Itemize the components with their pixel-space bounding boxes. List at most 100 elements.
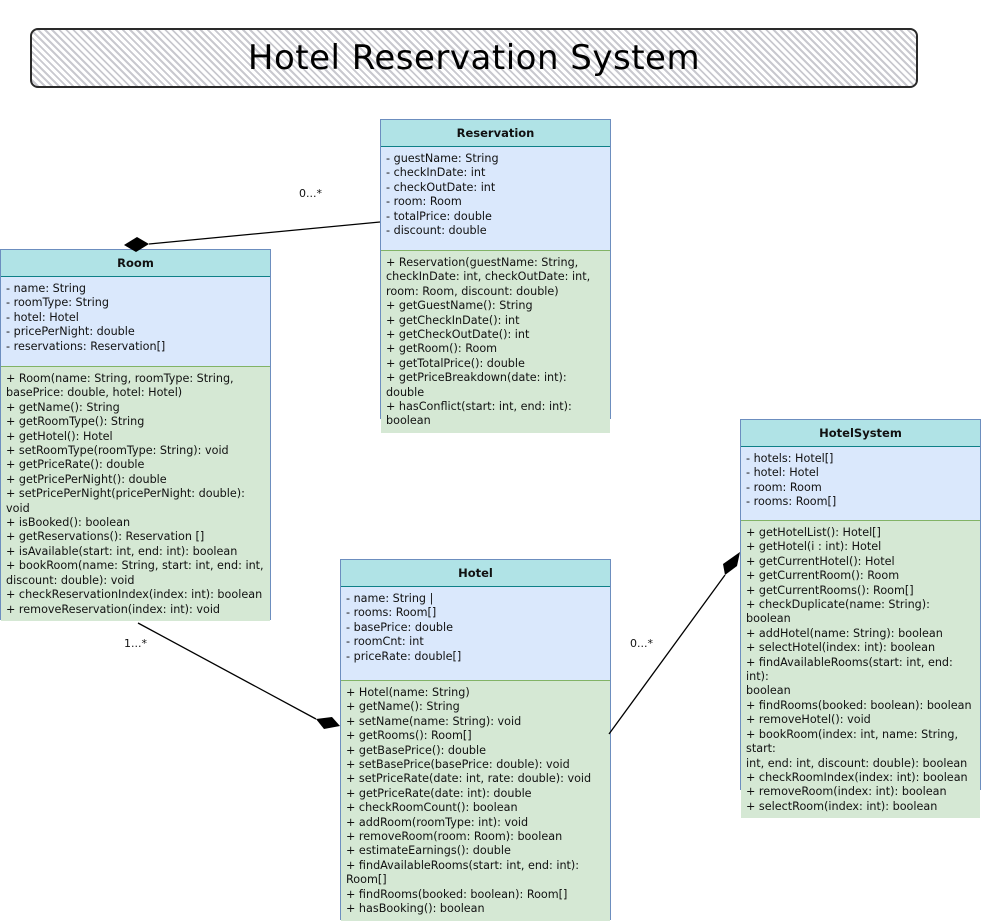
operation-row: + getHotel(i : int): Hotel: [746, 540, 882, 554]
operation-row: + Reservation(guestName: String, checkIn…: [386, 256, 591, 298]
operation-row: + checkRoomCount(): boolean: [346, 801, 518, 815]
class-room: Room - name: String- roomType: String- h…: [0, 249, 271, 621]
association-room-reservation: [124, 221, 381, 252]
operation-row: + bookRoom(name: String, start: int, end…: [6, 559, 264, 587]
operation-row: + getHotelList(): Hotel[]: [746, 526, 881, 539]
class-operations: + Room(name: String, roomType: String, b…: [1, 367, 270, 621]
operation-row: + setPriceRate(date: int, rate: double):…: [346, 772, 592, 786]
operation-row: + getHotel(): Hotel: [6, 429, 113, 443]
operation-row: + getName(): String: [6, 400, 120, 414]
class-name: Reservation: [381, 120, 610, 147]
operation-row: + getCheckInDate(): int: [386, 313, 520, 327]
class-operations: + Reservation(guestName: String, checkIn…: [381, 251, 610, 433]
composition-diamond-hotelsystem: [723, 552, 740, 575]
operation-row: + selectHotel(index: int): boolean: [746, 641, 936, 655]
operation-row: + checkRoomIndex(index: int): boolean: [746, 770, 968, 784]
attribute-row: - checkOutDate: int: [386, 180, 496, 194]
operation-row: + getBasePrice(): double: [346, 743, 487, 757]
operation-row: + findAvailableRooms(start: int, end: in…: [746, 655, 953, 698]
class-attributes: - name: String |- rooms: Room[]- basePri…: [341, 587, 610, 681]
class-name: Room: [1, 250, 270, 277]
attribute-row: - hotel: Hotel: [746, 466, 819, 480]
attribute-row: - rooms: Room[]: [346, 606, 437, 620]
association-hotelsystem-hotel: [608, 552, 740, 735]
operation-row: + addHotel(name: String): boolean: [746, 626, 943, 640]
operation-row: + Room(name: String, roomType: String, b…: [6, 372, 234, 400]
operation-row: + getName(): String: [346, 700, 460, 714]
operation-row: + getRoom(): Room: [386, 342, 498, 356]
attribute-row: - checkInDate: int: [386, 166, 486, 180]
operation-row: + hasBooking(): boolean: [346, 902, 485, 916]
attribute-row: - discount: double: [386, 224, 487, 238]
operation-row: + hasConflict(start: int, end: int): boo…: [386, 400, 576, 428]
attribute-row: - priceRate: double[]: [346, 649, 462, 663]
attribute-row: - room: Room: [386, 195, 462, 209]
operation-row: + Hotel(name: String): [346, 686, 470, 699]
attribute-row: - guestName: String: [386, 152, 499, 165]
operation-row: + getRoomType(): String: [6, 415, 145, 429]
multiplicity-hotel-room: 1...*: [124, 637, 147, 650]
operation-row: + setBasePrice(basePrice: double): void: [346, 758, 570, 772]
operation-row: + getReservations(): Reservation []: [6, 530, 205, 544]
operation-row: + findAvailableRooms(start: int, end: in…: [346, 858, 583, 887]
title-banner: Hotel Reservation System: [30, 28, 918, 88]
multiplicity-hotelsystem-hotel: 0...*: [630, 637, 653, 650]
operation-row: + getCurrentRoom(): Room: [746, 569, 900, 583]
attribute-row: - roomCnt: int: [346, 635, 424, 649]
class-attributes: - guestName: String- checkInDate: int- c…: [381, 147, 610, 251]
operation-row: + getRooms(): Room[]: [346, 729, 472, 743]
attribute-row: - reservations: Reservation[]: [6, 339, 166, 353]
operation-row: + getCurrentRooms(): Room[]: [746, 583, 914, 597]
operation-row: + checkDuplicate(name: String): boolean: [746, 598, 934, 626]
operation-row: + removeRoom(room: Room): boolean: [346, 830, 563, 844]
composition-diamond-room: [124, 237, 149, 252]
attribute-row: - hotel: Hotel: [6, 310, 79, 324]
operation-row: + getTotalPrice(): double: [386, 356, 525, 370]
operation-row: + getCurrentHotel(): Hotel: [746, 554, 895, 568]
class-reservation: Reservation - guestName: String- checkIn…: [380, 119, 611, 433]
operation-row: + setName(name: String): void: [346, 714, 522, 728]
attribute-row: - pricePerNight: double: [6, 325, 135, 339]
operation-row: + checkReservationIndex(index: int): boo…: [6, 588, 263, 602]
operation-row: + findRooms(booked: boolean): Room[]: [346, 887, 568, 901]
class-hotel: Hotel - name: String |- rooms: Room[]- b…: [340, 559, 611, 921]
attribute-row: - name: String |: [346, 592, 434, 605]
operation-row: + getPriceBreakdown(date: int): double: [386, 371, 571, 399]
class-name: HotelSystem: [741, 420, 980, 447]
multiplicity-room-reservation: 0...*: [299, 187, 322, 200]
operation-row: + removeRoom(index: int): boolean: [746, 785, 947, 799]
operation-row: + removeHotel(): void: [746, 713, 871, 727]
diagram-title: Hotel Reservation System: [247, 38, 701, 78]
attribute-row: - totalPrice: double: [386, 209, 492, 223]
class-attributes: - name: String- roomType: String- hotel:…: [1, 277, 270, 367]
class-name: Hotel: [341, 560, 610, 587]
class-operations: + getHotelList(): Hotel[]+ getHotel(i : …: [741, 521, 980, 819]
operation-row: + isBooked(): boolean: [6, 516, 131, 530]
attribute-row: - room: Room: [746, 480, 822, 494]
operation-row: + addRoom(roomType: int): void: [346, 815, 529, 829]
operation-row: + bookRoom(index: int, name: String, sta…: [746, 727, 968, 770]
attribute-row: - roomType: String: [6, 296, 109, 310]
operation-row: + getPriceRate(): double: [6, 458, 145, 472]
attribute-row: - hotels: Hotel[]: [746, 452, 834, 465]
operation-row: + getPricePerNight(): double: [6, 472, 167, 486]
association-hotel-room: [137, 622, 340, 729]
operation-row: + selectRoom(index: int): boolean: [746, 799, 938, 813]
operation-row: + getPriceRate(date: int): double: [346, 786, 532, 800]
operation-row: + setRoomType(roomType: String): void: [6, 444, 229, 458]
class-attributes: - hotels: Hotel[]- hotel: Hotel- room: R…: [741, 447, 980, 521]
operation-row: + setPricePerNight(pricePerNight: double…: [6, 487, 249, 515]
operation-row: + getGuestName(): String: [386, 299, 533, 313]
operation-row: + findRooms(booked: boolean): boolean: [746, 698, 972, 712]
operation-row: + getCheckOutDate(): int: [386, 328, 530, 342]
operation-row: + isAvailable(start: int, end: int): boo…: [6, 544, 238, 558]
operation-row: + estimateEarnings(): double: [346, 844, 511, 858]
operation-row: + removeReservation(index: int): void: [6, 602, 221, 616]
class-operations: + Hotel(name: String)+ getName(): String…: [341, 681, 610, 921]
attribute-row: - basePrice: double: [346, 620, 454, 634]
composition-diamond-hotel: [316, 717, 340, 729]
class-hotelsystem: HotelSystem - hotels: Hotel[]- hotel: Ho…: [740, 419, 981, 819]
attribute-row: - rooms: Room[]: [746, 495, 837, 509]
attribute-row: - name: String: [6, 282, 87, 295]
